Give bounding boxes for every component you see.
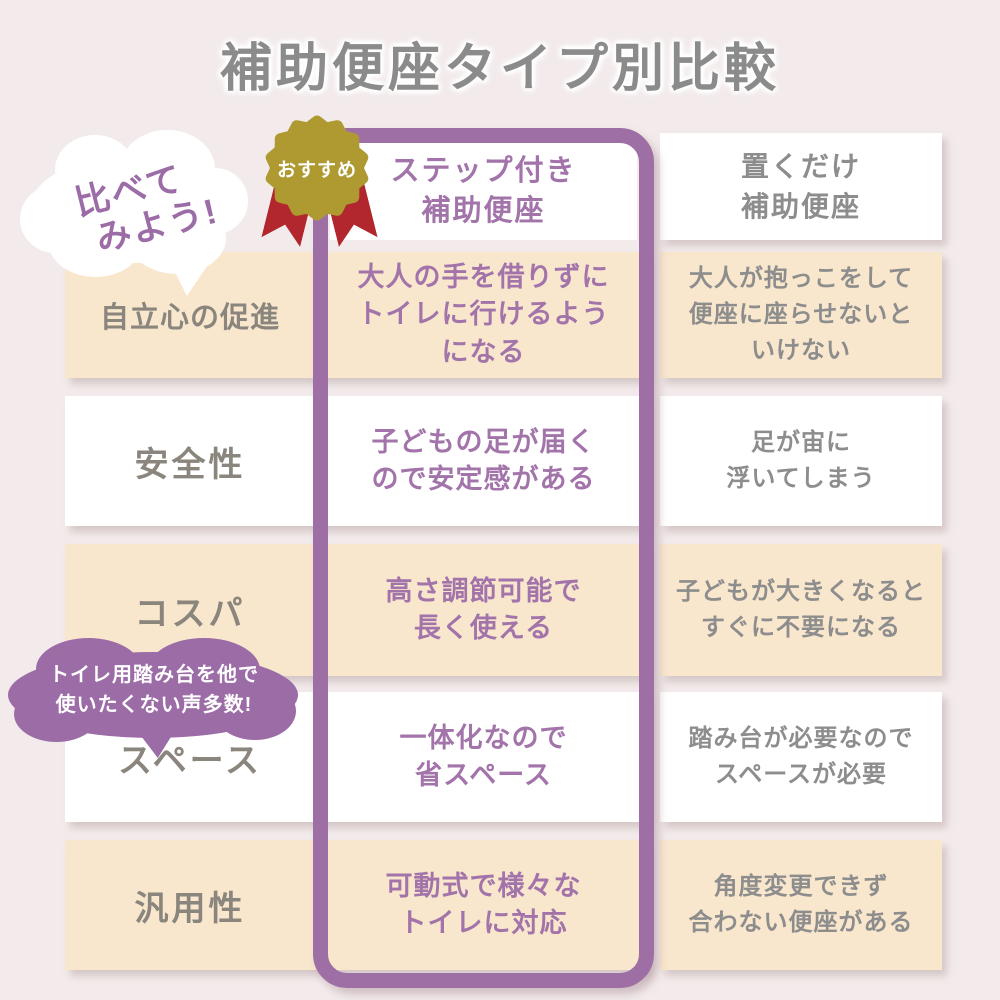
row-step-cell: 一体化なので 省スペース xyxy=(399,722,568,790)
page-title: 補助便座タイプ別比較 xyxy=(219,40,780,98)
row-step-cell: 高さ調節可能で 長く使える xyxy=(385,575,582,643)
comparison-row: 汎用性 可動式で様々な トイレに対応 角度変更できず 合わない便座がある xyxy=(0,840,1000,970)
row-step-cell: 子どもの足が届く ので安定感がある xyxy=(371,426,596,494)
row-band xyxy=(65,396,645,526)
comparison-row: スペース 一体化なので 省スペース 踏み台が必要なので スペースが必要 xyxy=(0,692,1000,822)
comparison-row: 安全性 子どもの足が届く ので安定感がある 足が宙に 浮いてしまう xyxy=(0,396,1000,526)
row-label: 汎用性 xyxy=(134,889,246,928)
comparison-row: コスパ 高さ調節可能で 長く使える 子どもが大きくなると すぐに不要になる xyxy=(0,544,1000,676)
row-band xyxy=(65,840,645,970)
cloud-blob xyxy=(48,205,143,277)
row-place-cell: 足が宙に 浮いてしまう xyxy=(660,396,942,526)
row-label: スペース xyxy=(118,741,262,780)
comparison-row: 自立心の促進 大人の手を借りずに トイレに行けるよう になる 大人が抱っこをして… xyxy=(0,252,1000,378)
row-label: 自立心の促進 xyxy=(99,302,280,334)
cloud-blob xyxy=(214,682,296,740)
row-place-cell: 角度変更できず 合わない便座がある xyxy=(660,840,942,970)
row-step-cell: 大人の手を借りずに トイレに行けるよう になる xyxy=(357,262,610,367)
row-band xyxy=(65,252,645,378)
column-header-step: ステップ付き 補助便座 xyxy=(330,143,637,240)
row-place-cell: 大人が抱っこをして 便座に座らせないと いけない xyxy=(660,252,942,378)
row-step-cell: 可動式で様々な トイレに対応 xyxy=(385,870,582,938)
cloud-blob xyxy=(14,686,99,742)
column-header-place: 置くだけ 補助便座 xyxy=(660,133,942,240)
compare-speech-bubble-text: 比べて みよう! xyxy=(4,105,264,317)
recommended-badge: おすすめ xyxy=(260,111,374,225)
callout-bubble: トイレ用踏み台を他で 使いたくない声多数! xyxy=(8,638,300,758)
row-place-cell: 踏み台が必要なので スペースが必要 xyxy=(660,692,942,822)
row-label: 安全性 xyxy=(134,445,246,484)
row-place-cell: 子どもが大きくなると すぐに不要になる xyxy=(660,544,942,676)
row-label: コスパ xyxy=(134,594,246,633)
badge-label: おすすめ xyxy=(276,159,357,181)
compare-speech-bubble: 比べて みよう! xyxy=(20,130,248,296)
callout-text: トイレ用踏み台を他で 使いたくない声多数! xyxy=(49,664,259,716)
